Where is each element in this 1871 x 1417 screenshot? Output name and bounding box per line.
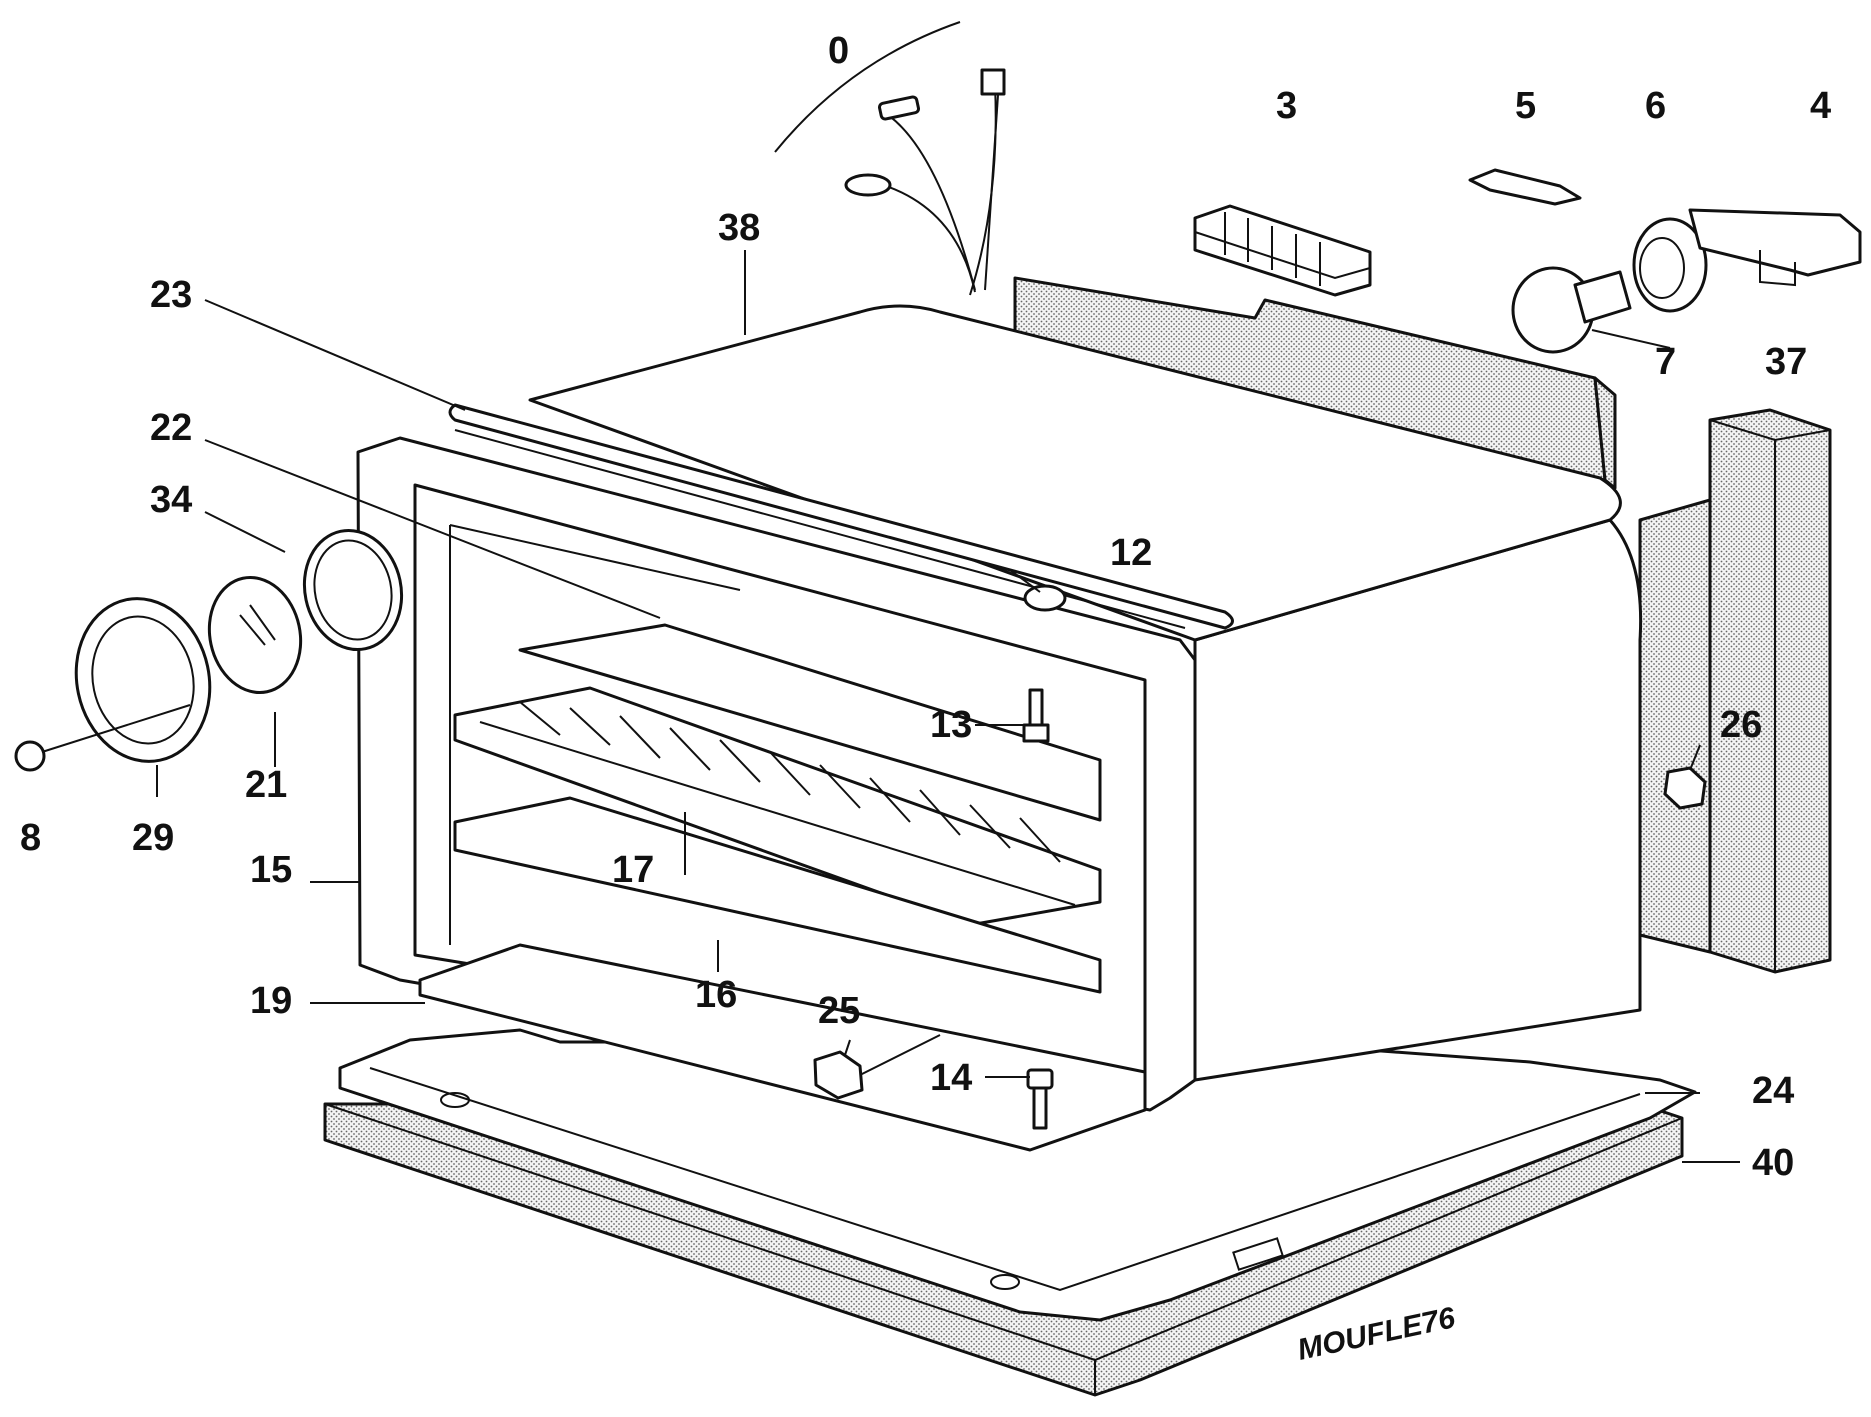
terminal-block <box>1193 204 1372 297</box>
part-label-37: 37 <box>1765 341 1807 383</box>
part-label-16: 16 <box>695 974 737 1016</box>
window-glass-21 <box>207 576 303 694</box>
part-label-34: 34 <box>150 479 192 521</box>
part-label-12: 12 <box>1110 532 1152 574</box>
part-label-3: 3 <box>1276 85 1297 127</box>
part-label-23: 23 <box>150 274 192 316</box>
wiring-harness <box>774 21 1006 296</box>
lamp-holder <box>1632 217 1708 313</box>
base-plate <box>338 1028 1697 1322</box>
side-insulation-panel <box>1638 408 1832 974</box>
screw-25 <box>813 1034 941 1100</box>
part-label-5: 5 <box>1515 85 1536 127</box>
part-label-22: 22 <box>150 407 192 449</box>
part-label-19: 19 <box>250 980 292 1022</box>
leader-lines <box>156 250 1740 1163</box>
part-labels: 0 3 5 6 4 38 23 7 37 22 34 12 13 26 21 8… <box>20 30 1831 1367</box>
part-label-26: 26 <box>1720 704 1762 746</box>
part-label-4: 4 <box>1810 85 1831 127</box>
window-frame-29 <box>74 597 212 763</box>
window-seal-34 <box>302 528 404 652</box>
diagram-code: MOUFLE76 <box>1295 1301 1459 1367</box>
lamp-bracket <box>1688 208 1862 287</box>
part-label-6: 6 <box>1645 85 1666 127</box>
part-label-8: 8 <box>20 817 41 859</box>
screw-8 <box>14 704 191 772</box>
part-label-15: 15 <box>250 849 292 891</box>
lamp-bulb <box>1511 266 1632 354</box>
part-label-25: 25 <box>818 990 860 1032</box>
part-label-13: 13 <box>930 704 972 746</box>
part-label-0: 0 <box>828 30 849 72</box>
part-label-17: 17 <box>612 849 654 891</box>
part-label-21: 21 <box>245 764 287 806</box>
part-label-14: 14 <box>930 1057 972 1099</box>
part-label-38: 38 <box>718 207 760 249</box>
part-label-24: 24 <box>1752 1070 1794 1112</box>
clip <box>1468 168 1582 206</box>
grommet-12 <box>1023 584 1067 612</box>
screw-13 <box>1022 688 1050 743</box>
part-label-40: 40 <box>1752 1142 1794 1184</box>
screw-14 <box>1026 1068 1054 1130</box>
oven-cavity <box>356 304 1643 1152</box>
part-label-7: 7 <box>1655 341 1676 383</box>
part-label-29: 29 <box>132 817 174 859</box>
